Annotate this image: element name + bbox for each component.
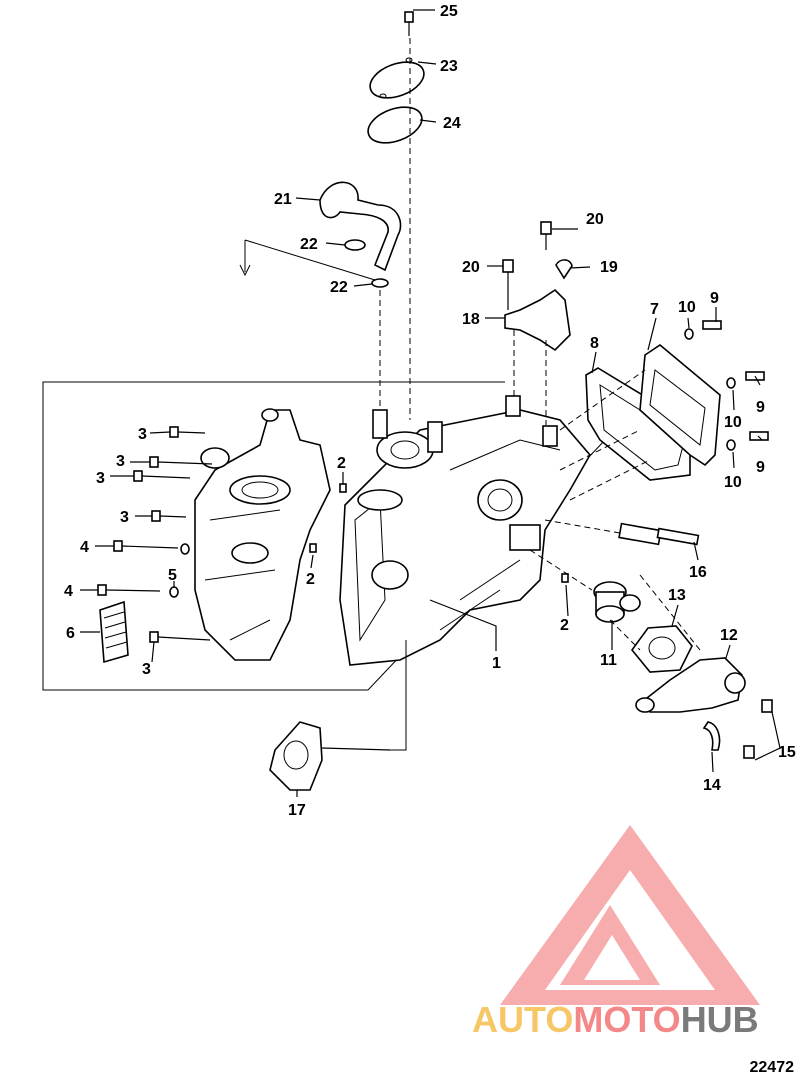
label-24: 24	[443, 115, 461, 132]
label-15: 15	[778, 744, 796, 761]
automotohub-logo	[500, 825, 760, 1005]
label-16: 16	[689, 564, 707, 581]
label-12: 12	[720, 627, 738, 644]
watermark-auto: AUTO	[472, 999, 573, 1040]
label-19: 19	[600, 259, 618, 276]
exhaust-cover-assembly	[559, 320, 769, 501]
label-22b: 22	[330, 279, 348, 296]
label-10b: 10	[724, 414, 742, 431]
label-6: 6	[66, 625, 75, 642]
label-4b: 4	[64, 583, 73, 600]
label-10c: 10	[724, 474, 742, 491]
label-3a: 3	[138, 426, 147, 443]
hose-assembly	[239, 181, 402, 410]
label-3b: 3	[116, 453, 125, 470]
label-10a: 10	[678, 299, 696, 316]
label-5: 5	[168, 567, 177, 584]
label-3d: 3	[120, 509, 129, 526]
label-3c: 3	[96, 470, 105, 487]
leader-lines	[80, 9, 781, 797]
label-8: 8	[590, 335, 599, 352]
label-4a: 4	[80, 539, 89, 556]
label-9c: 9	[756, 459, 765, 476]
intake-manifold	[194, 408, 331, 661]
timing-sender	[269, 640, 407, 791]
label-7: 7	[650, 301, 659, 318]
label-2a: 2	[337, 455, 346, 472]
cover-plate-assembly	[367, 11, 425, 420]
watermark-hub: HUB	[681, 999, 759, 1040]
label-21: 21	[274, 191, 292, 208]
label-25: 25	[440, 3, 458, 20]
label-20b: 20	[462, 259, 480, 276]
label-18: 18	[462, 311, 480, 328]
bolt-set	[97, 426, 569, 643]
label-3e: 3	[142, 661, 151, 678]
bracket-assembly	[502, 221, 573, 425]
label-23: 23	[440, 58, 458, 75]
label-13: 13	[668, 587, 686, 604]
thermostat	[529, 549, 641, 623]
label-14: 14	[703, 777, 721, 794]
label-22a: 22	[300, 236, 318, 253]
watermark-moto: MOTO	[573, 999, 680, 1040]
spark-plug	[544, 519, 700, 546]
part-labels: 25 23 24 21 22 22 20 20 19 18 7 8 10 9 9…	[64, 3, 796, 819]
diagram-reference-number: 22472	[749, 1059, 795, 1076]
label-20a: 20	[586, 211, 604, 228]
reed-valve	[99, 600, 129, 664]
label-2b: 2	[306, 571, 315, 588]
watermark-text: AUTOMOTOHUB	[472, 999, 759, 1040]
label-1: 1	[492, 655, 501, 672]
thermostat-housing	[609, 574, 773, 759]
label-17: 17	[288, 802, 306, 819]
label-11: 11	[600, 652, 617, 669]
label-9a: 9	[710, 290, 719, 307]
cylinder-block	[339, 395, 591, 666]
label-9b: 9	[756, 399, 765, 416]
label-2c: 2	[560, 617, 569, 634]
